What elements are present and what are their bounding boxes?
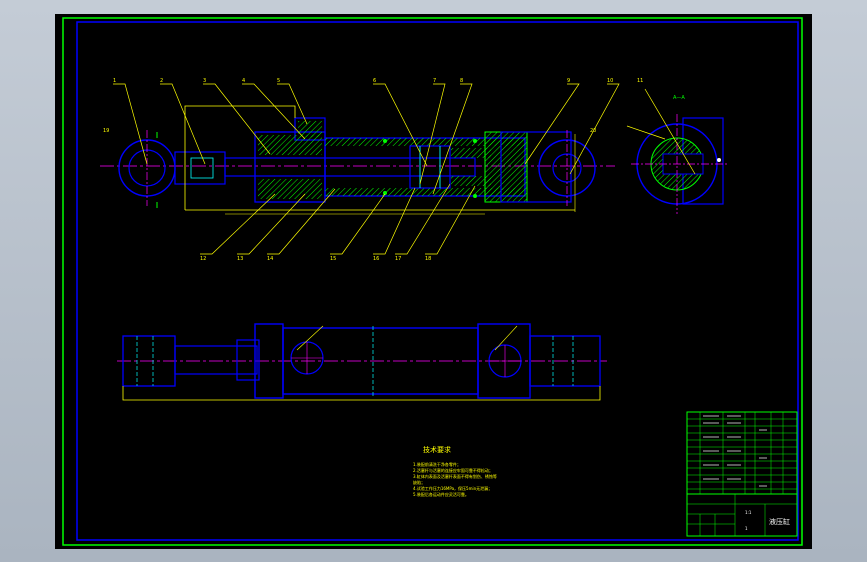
callout-4: 4 (242, 78, 245, 84)
section-aa-leader (644, 88, 696, 175)
barrel-wall-bottom (325, 188, 525, 196)
callout-18: 18 (425, 256, 431, 262)
callout-10: 10 (607, 78, 613, 84)
callout-15: 15 (330, 256, 336, 262)
head-hatch-top (258, 135, 322, 155)
inner-frame (76, 21, 799, 541)
callout-1: 1 (113, 78, 116, 84)
title-block: 液压缸 1:1 1 (686, 493, 798, 537)
piston-rod (224, 157, 476, 177)
overall-dimension-box (184, 105, 296, 210)
tech-req-line-6: 5.装配后各运动件应灵活可靠。 (413, 491, 469, 497)
seal-dot-1 (383, 139, 387, 143)
callout-3: 3 (203, 78, 206, 84)
callout-2: 2 (160, 78, 163, 84)
callout-16: 16 (373, 256, 379, 262)
cylinder-external-view (117, 323, 607, 401)
callout-19: 19 (103, 128, 109, 134)
callout-9: 9 (567, 78, 570, 84)
callout-12: 12 (200, 256, 206, 262)
callout-leaders-top (113, 83, 620, 255)
ext-clevis (529, 335, 601, 387)
cylinder-bottom-cap (484, 131, 528, 203)
engineering-drawing: 1 2 3 4 5 6 7 8 9 10 11 12 13 14 15 16 1… (62, 17, 803, 546)
ext-rod (174, 345, 258, 375)
drawing-title: 液压缸 (769, 517, 790, 526)
seal-dot-3 (473, 139, 477, 143)
callout-20: 20 (590, 128, 596, 134)
parts-list (686, 411, 798, 495)
piston-hatch-top (451, 148, 491, 158)
barrel-wall-top (325, 138, 525, 146)
callout-11: 11 (637, 78, 643, 84)
section-aa-view: A—A (626, 88, 727, 214)
rod-end-thread (190, 157, 214, 179)
bottom-cap-outline (500, 131, 572, 203)
section-aa-label: A—A (673, 95, 685, 101)
tech-req-line-4: 缺陷； (413, 479, 425, 485)
section-aa-leader-2 (626, 125, 666, 140)
callout-5: 5 (277, 78, 280, 84)
tech-req-title: 技术要求 (423, 445, 451, 454)
drawing-sheet: 1 (745, 526, 748, 531)
callout-17: 17 (395, 256, 401, 262)
tech-req-line-2: 2.活塞杆与活塞的连接应牢固可靠不得松动； (413, 467, 493, 473)
ext-dimension-line (122, 386, 601, 401)
tech-requirements: 技术要求 1.装配前清洗干净各零件； 2.活塞杆与活塞的连接应牢固可靠不得松动；… (413, 445, 497, 497)
callout-7: 7 (433, 78, 436, 84)
callout-8: 8 (460, 78, 463, 84)
seal-dot-4 (473, 194, 477, 198)
callout-numbers-top: 1 2 3 4 5 6 7 8 9 10 11 12 13 14 15 16 1… (103, 78, 643, 262)
head-hatch-bottom (258, 179, 322, 199)
piston (409, 145, 451, 189)
tech-req-line-5: 4.试验工作压力16MPa，保压5min无泄漏； (413, 485, 492, 491)
ext-gland (236, 339, 260, 381)
rod-end-block (174, 151, 226, 185)
drawing-scale: 1:1 (745, 510, 752, 515)
callout-14: 14 (267, 256, 273, 262)
outer-frame (62, 17, 803, 546)
cad-viewport[interactable]: 1 2 3 4 5 6 7 8 9 10 11 12 13 14 15 16 1… (55, 14, 812, 549)
callout-13: 13 (237, 256, 243, 262)
gland-nut-hatch (298, 121, 322, 137)
tech-req-line-3: 3.缸体内表面及活塞杆表面不得有划伤、锈蚀等 (413, 473, 497, 479)
piston-hatch-bottom (451, 176, 491, 186)
callout-6: 6 (373, 78, 376, 84)
tech-req-line-1: 1.装配前清洗干净各零件； (413, 461, 461, 467)
section-aa-dot (717, 158, 721, 162)
cylinder-section-view (100, 105, 615, 215)
seal-dot-2 (383, 191, 387, 195)
